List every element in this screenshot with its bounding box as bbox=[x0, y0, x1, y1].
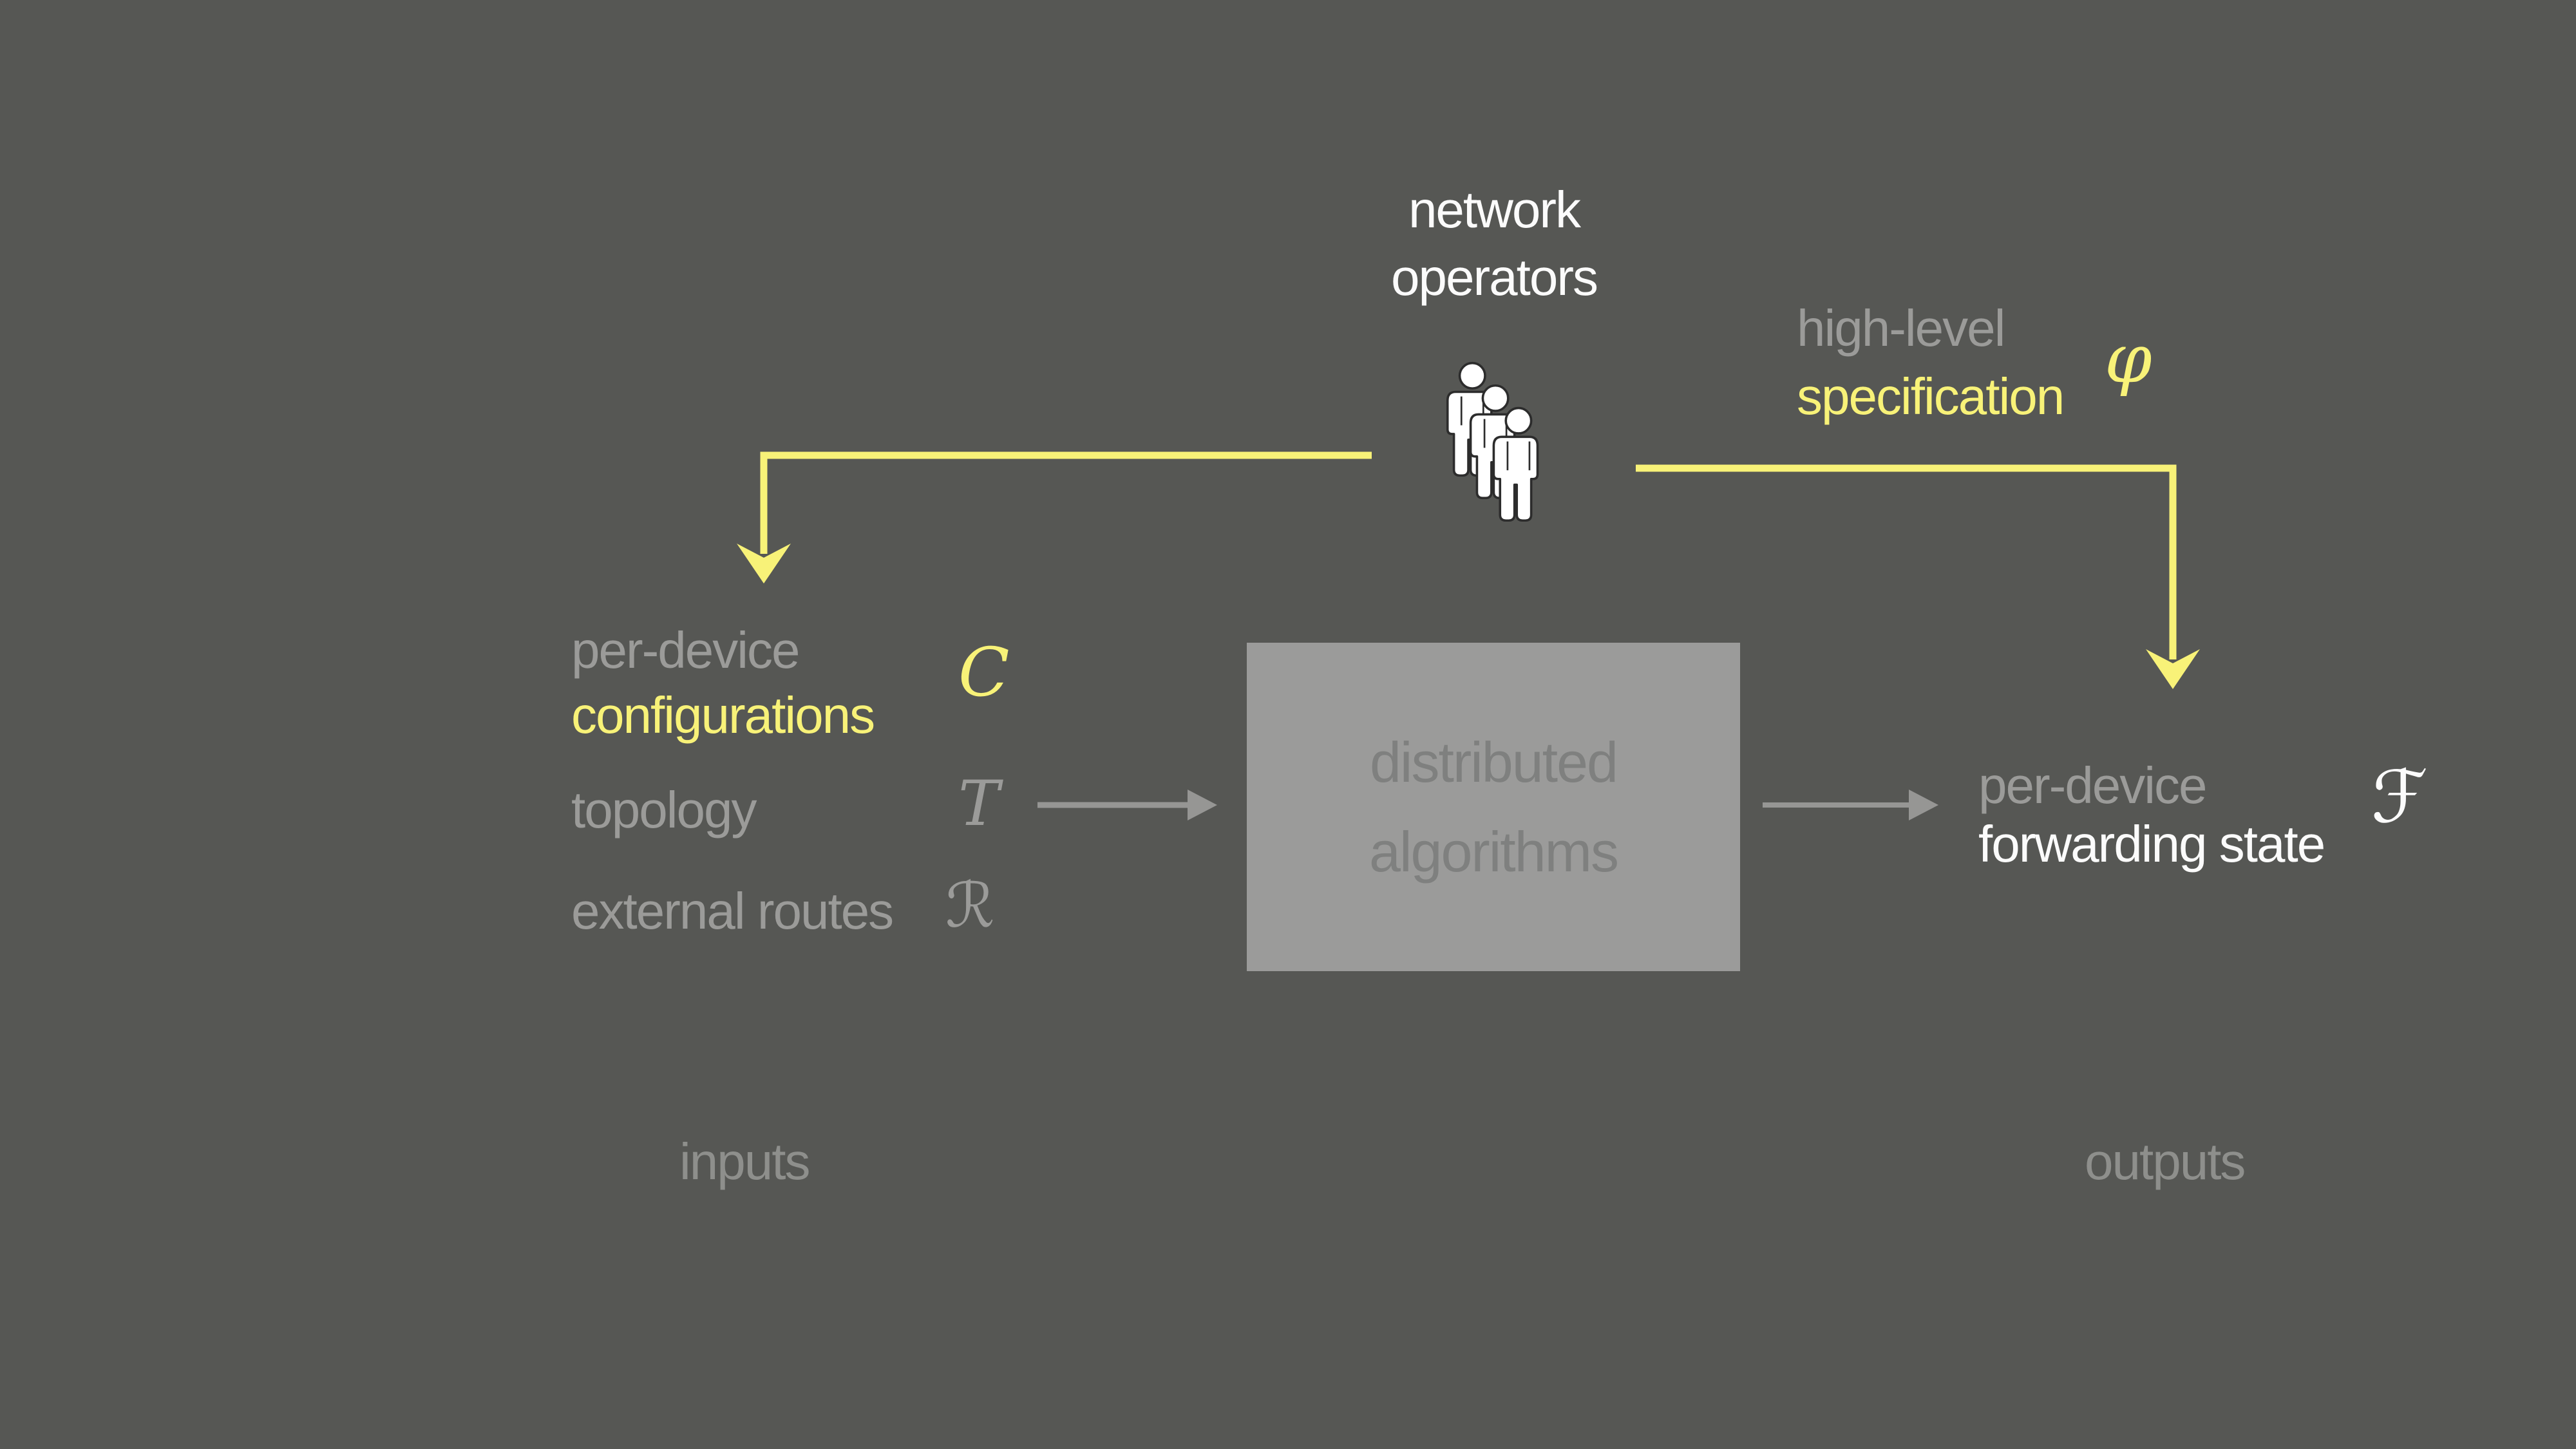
inputs-caption: inputs bbox=[679, 1133, 810, 1190]
arrow-operators-to-forwarding-state bbox=[1636, 464, 2177, 659]
spec-line1: high-level bbox=[1797, 299, 2005, 357]
config-label2: configurations bbox=[571, 687, 875, 744]
distributed-algorithms-box: distributed algorithms bbox=[1247, 643, 1740, 971]
config-symbol: C bbox=[958, 633, 1010, 712]
config-label1: per-device bbox=[571, 621, 800, 679]
outputs-caption: outputs bbox=[2085, 1133, 2246, 1190]
arrowhead-box-to-outputs bbox=[1909, 790, 1938, 820]
algo-box-line1: distributed bbox=[1369, 730, 1618, 794]
arrow-operators-to-configurations bbox=[760, 451, 1372, 554]
network-operators-line1: network bbox=[1408, 181, 1581, 238]
network-operators-line2: operators bbox=[1391, 249, 1598, 306]
arrowhead-forwarding-state bbox=[2146, 649, 2200, 689]
arrowhead-configurations bbox=[737, 544, 791, 583]
algo-box-line2: algorithms bbox=[1369, 820, 1619, 884]
people-icon bbox=[1446, 361, 1539, 522]
spec-line2: specification bbox=[1797, 368, 2065, 425]
forwarding-label2: forwarding state bbox=[1978, 815, 2325, 873]
forwarding-symbol: ℱ bbox=[2371, 755, 2429, 839]
topology-label: topology bbox=[571, 781, 757, 838]
topology-symbol: T bbox=[958, 768, 1000, 840]
forwarding-label1: per-device bbox=[1978, 757, 2208, 814]
phi-symbol: φ bbox=[2105, 319, 2152, 398]
external-routes-label: external routes bbox=[571, 882, 894, 940]
external-routes-symbol: ℛ bbox=[945, 869, 995, 942]
arrowhead-inputs-to-box bbox=[1188, 790, 1217, 820]
